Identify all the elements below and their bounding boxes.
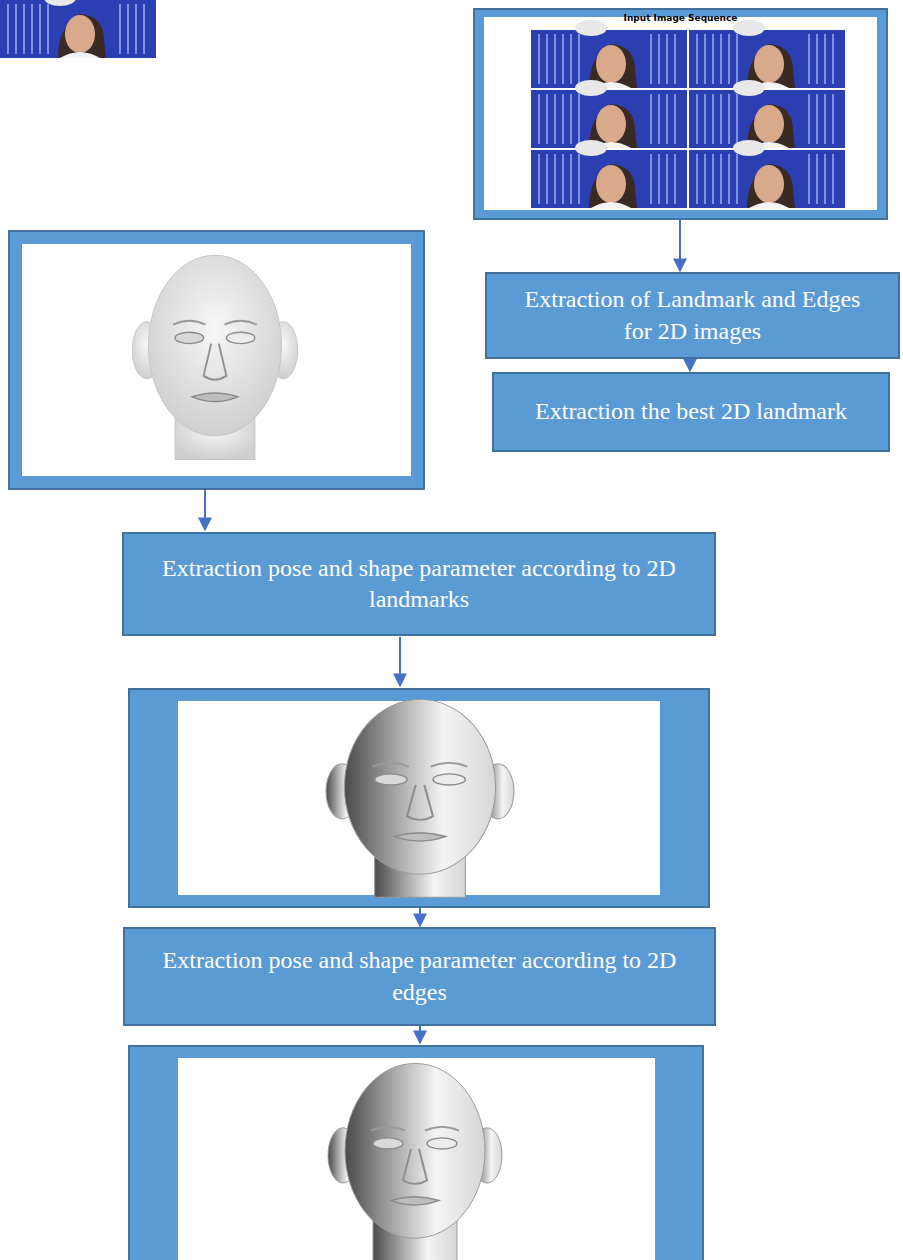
photo-grid	[0, 0, 845, 208]
photo-tile	[531, 20, 687, 88]
image-frame	[474, 9, 887, 219]
result-frame	[129, 689, 709, 907]
flow-arrow	[419, 1026, 421, 1043]
process-box: Extraction pose and shape parameter acco…	[122, 532, 716, 636]
photo-tile	[689, 80, 845, 148]
image-ground	[22, 244, 411, 476]
process-label: Extraction of Landmark and Edges for 2D …	[511, 284, 874, 346]
flow-arrow	[679, 220, 681, 271]
image-sequence-box: Input Image Sequence	[473, 8, 888, 220]
process-label: Extraction the best 2D landmark	[535, 396, 847, 427]
photo-tile	[689, 140, 845, 208]
photo-tile	[689, 20, 845, 88]
process-box: Extraction pose and shape parameter acco…	[123, 927, 716, 1026]
face-model	[328, 1063, 502, 1260]
flow-arrow	[204, 490, 206, 530]
flow-arrow	[419, 908, 421, 926]
flow-arrow	[399, 637, 401, 686]
flow-arrow	[689, 359, 691, 371]
process-box: Extraction the best 2D landmark	[492, 372, 890, 452]
face-model	[326, 699, 514, 897]
model-frame	[9, 231, 424, 489]
image-title: Input Image Sequence	[473, 13, 888, 24]
process-box: Extraction of Landmark and Edges for 2D …	[485, 272, 900, 359]
process-label: Extraction pose and shape parameter acco…	[148, 553, 690, 615]
image-ground	[484, 17, 877, 210]
photo-tile	[531, 140, 687, 208]
process-label: Extraction pose and shape parameter acco…	[149, 945, 690, 1007]
face-model	[132, 255, 297, 459]
result-frame	[129, 1046, 703, 1260]
photo-tile	[531, 80, 687, 148]
